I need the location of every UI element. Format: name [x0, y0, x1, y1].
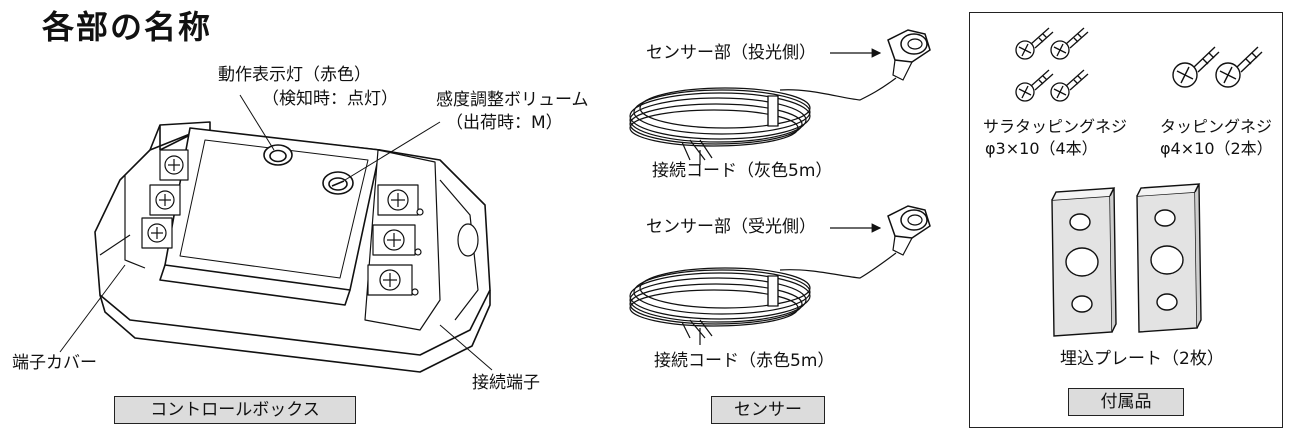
led-label: 動作表示灯（赤色）	[218, 65, 371, 85]
screws-small	[1015, 27, 1089, 102]
control-box-caption: コントロールボックス	[114, 396, 356, 424]
terminal-label: 接続端子	[472, 373, 540, 393]
accessories-caption: 付属品	[1068, 388, 1184, 416]
cord-coil-red	[629, 267, 811, 327]
large-screw-spec: φ4×10（2本）	[1160, 139, 1273, 158]
small-screw-label: サラタッピングネジ	[983, 117, 1128, 136]
large-screw-label: タッピングネジ	[1160, 117, 1273, 136]
cord-coil-gray	[629, 87, 811, 147]
sensor-rx-drawing	[629, 205, 931, 345]
sensor-tx-drawing	[629, 29, 931, 165]
volume-label-note: （出荷時：M）	[446, 113, 563, 133]
plate-label: 埋込プレート（2枚）	[1060, 349, 1224, 369]
cover-label: 端子カバー	[12, 353, 97, 373]
small-screw-spec: φ3×10（4本）	[985, 139, 1098, 158]
control-box-drawing	[94, 121, 491, 373]
led-indicator	[263, 144, 293, 166]
accessories-box	[969, 12, 1283, 428]
left-terminal-screws	[99, 149, 189, 269]
sensor-rx-cord-label: 接続コード（赤色5m）	[654, 351, 835, 371]
sensor-tx-cord-label: 接続コード（灰色5m）	[652, 161, 833, 181]
led-label-note: （検知時：点灯）	[262, 89, 398, 109]
sensor-rx-label: センサー部（受光側）	[646, 217, 816, 237]
sensor-tx-label: センサー部（投光側）	[646, 43, 816, 63]
right-terminal-block	[364, 149, 479, 331]
volume-label: 感度調整ボリューム	[436, 90, 589, 110]
sensitivity-volume	[322, 171, 354, 195]
sensor-caption: センサー	[711, 396, 825, 424]
embed-plates	[1051, 183, 1202, 337]
screws-large	[1172, 46, 1263, 88]
page-title: 各部の名称	[42, 8, 213, 46]
